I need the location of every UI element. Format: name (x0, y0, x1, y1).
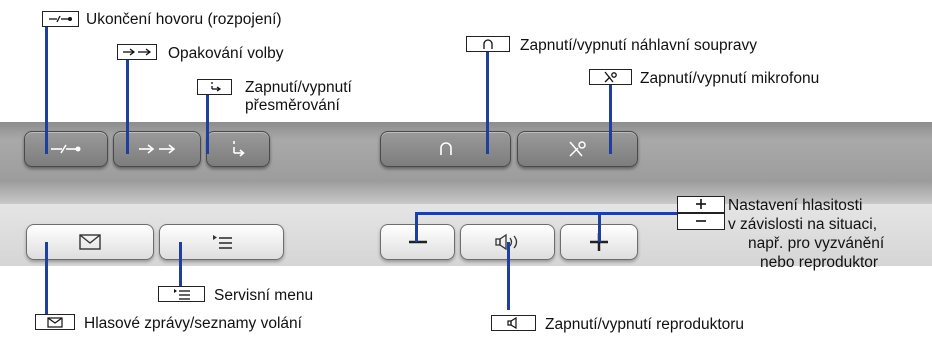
menu-key[interactable] (159, 224, 284, 260)
headset-icon (483, 39, 493, 49)
release-icon (48, 15, 72, 23)
leader-volume-h (415, 212, 678, 215)
volume-label-2: v závislosti na situaci, (728, 216, 878, 233)
plus-icon (696, 199, 706, 209)
envelope-icon (47, 316, 63, 328)
mute-label: Zapnutí/vypnutí mikrofonu (640, 70, 820, 87)
volume-label-3: např. pro vyzvánění (748, 235, 885, 252)
voicemail-label: Hlasové zprávy/seznamy volání (84, 315, 302, 332)
envelope-icon (79, 234, 101, 250)
headset-key[interactable] (380, 131, 511, 167)
redial-icon (123, 48, 152, 56)
service-menu-label: Servisní menu (214, 287, 314, 304)
mute-key[interactable] (517, 131, 638, 167)
volume-icon-box (677, 196, 725, 230)
forward-label-1: Zapnutí/vypnutí (245, 79, 352, 96)
headset-label: Zapnutí/vypnutí náhlavní soupravy (520, 37, 757, 54)
leader-menu (179, 242, 182, 290)
leader-messages (45, 242, 48, 318)
headset-icon (439, 142, 452, 155)
leader-speaker (507, 242, 510, 310)
release-key[interactable] (24, 131, 108, 167)
mute-icon-box (589, 69, 632, 85)
redial-icon-box (117, 44, 157, 60)
messages-icon-box (35, 314, 75, 330)
leader-headset (486, 46, 489, 154)
mute-icon (603, 71, 617, 83)
mute-icon (568, 141, 586, 157)
menu-list-icon (212, 235, 232, 249)
volume-label-4: nebo reproduktor (760, 254, 879, 271)
menu-icon-box (158, 286, 205, 302)
minus-icon (408, 240, 427, 244)
menu-list-icon (173, 289, 190, 300)
release-label: Ukončení hovoru (rozpojení) (86, 11, 282, 28)
leader-redial (126, 54, 129, 154)
release-icon (51, 144, 81, 154)
minus-icon (696, 220, 706, 222)
speaker-icon-box (491, 315, 536, 331)
speaker-label: Zapnutí/vypnutí reproduktoru (545, 316, 745, 333)
forward-key[interactable] (206, 131, 270, 167)
headset-icon-box (466, 36, 510, 52)
leader-volume-plus (598, 212, 601, 242)
forward-label-2: přesměrování (245, 97, 340, 114)
volume-label-1: Nastavení hlasitosti (728, 197, 863, 214)
redial-icon (139, 144, 176, 154)
forward-icon (210, 82, 221, 92)
forward-icon (233, 141, 245, 157)
release-icon-box (42, 11, 79, 27)
speaker-icon (506, 317, 517, 329)
leader-volume-minus (415, 212, 418, 242)
leader-forward (206, 89, 209, 154)
leader-release (45, 19, 48, 154)
leader-mute (609, 79, 612, 154)
redial-label: Opakování volby (168, 45, 284, 62)
forward-icon-box (197, 79, 232, 95)
